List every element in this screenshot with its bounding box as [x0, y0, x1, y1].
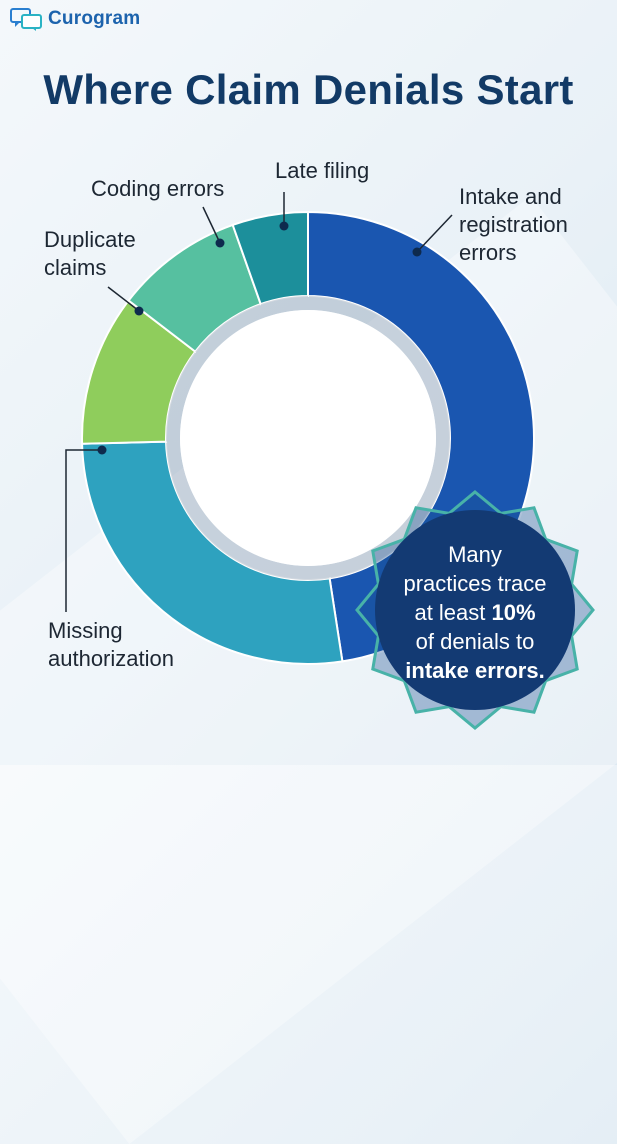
- leader-coding-errors: [202, 206, 221, 244]
- callout-badge: Many practices trace at least 10% of den…: [355, 490, 595, 730]
- leader-duplicate-claims: [107, 286, 140, 312]
- leader-coding-errors-dot: [215, 238, 225, 248]
- leader-intake: [416, 214, 453, 253]
- slice-duplicate-claims-inner-ring: [166, 351, 207, 442]
- leader-late-filing-dot: [279, 221, 289, 231]
- leader-missing-authorization-dot: [97, 445, 107, 455]
- label-late-filing: Late filing: [275, 158, 370, 183]
- donut-hole: [180, 310, 436, 566]
- label-intake: Intake and registration errors: [459, 184, 568, 265]
- leader-duplicate-claims-dot: [134, 306, 144, 316]
- label-missing-authorization: Missing authorization: [48, 618, 174, 671]
- callout-badge-shape: [355, 490, 595, 730]
- label-coding-errors: Coding errors: [91, 176, 225, 201]
- slice-missing-authorization: [81, 440, 344, 665]
- slice-intake-inner-ring: [308, 295, 451, 579]
- brand: Curogram: [10, 6, 140, 32]
- callout-text: Many practices trace at least 10% of den…: [403, 542, 547, 683]
- chat-bubbles-icon: [10, 8, 42, 31]
- slice-late-filing-inner-ring: [260, 296, 308, 318]
- leader-missing-authorization: [65, 449, 102, 612]
- slice-missing-authorization-inner-ring: [166, 441, 330, 580]
- label-duplicate-claims: Duplicate claims: [44, 227, 136, 280]
- chart-title: Where Claim Denials Start: [43, 66, 574, 113]
- slice-late-filing: [231, 210, 309, 306]
- slice-coding-errors-inner-ring: [195, 304, 266, 361]
- leader-intake-dot: [412, 247, 422, 257]
- brand-name: Curogram: [48, 8, 141, 29]
